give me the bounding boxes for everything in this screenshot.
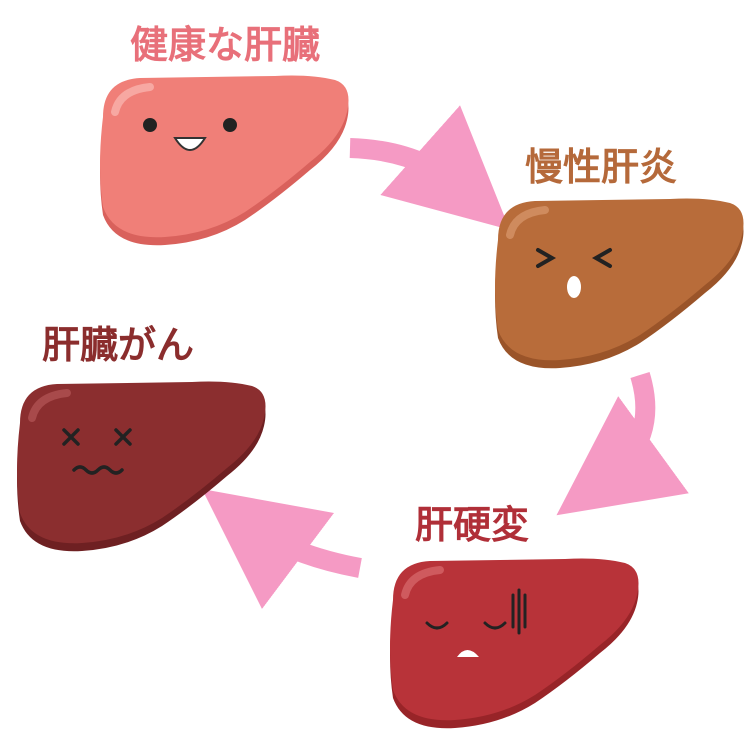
arrow-healthy-to-hepatitis	[349, 105, 510, 230]
label-cirrhosis: 肝硬変	[415, 503, 529, 547]
arrow-hepatitis-to-cirrhosis	[556, 372, 689, 516]
happy-face-icon	[143, 118, 237, 151]
label-liver-cancer: 肝臓がん	[42, 323, 194, 367]
arrow-cirrhosis-to-cancer	[201, 489, 362, 609]
hepatitis-liver	[495, 198, 744, 369]
cancer-liver	[17, 381, 266, 552]
label-healthy-liver: 健康な肝臓	[130, 23, 320, 67]
healthy-liver	[100, 75, 349, 246]
squint-face-icon	[536, 248, 612, 298]
dead-face-icon	[62, 428, 132, 475]
label-chronic-hepatitis: 慢性肝炎	[525, 145, 677, 189]
sad-face-icon	[425, 588, 527, 657]
cirrhosis-liver	[390, 558, 639, 729]
